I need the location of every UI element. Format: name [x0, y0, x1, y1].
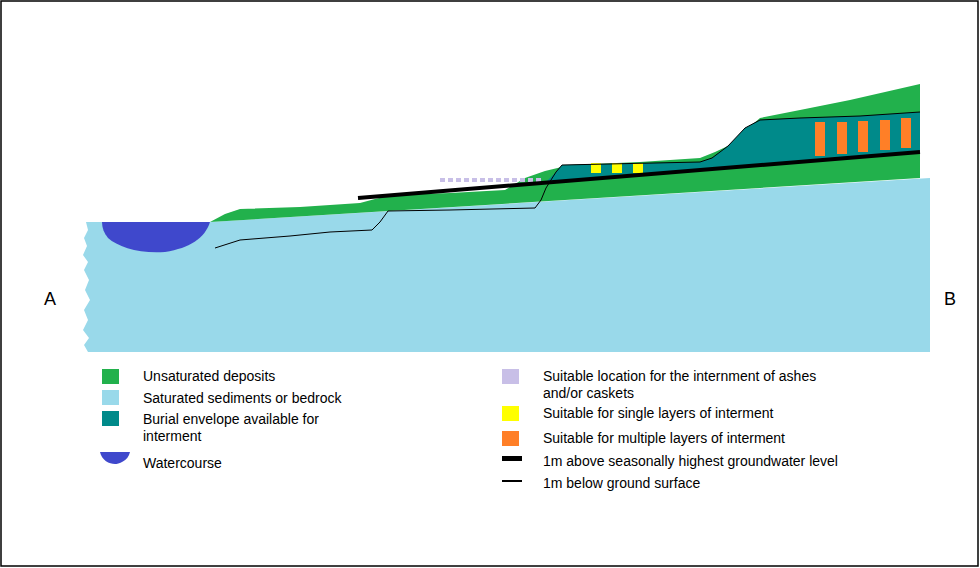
multi-layer-plot [858, 121, 868, 152]
legend-text: Unsaturated deposits [143, 368, 343, 385]
watercourse [102, 222, 210, 252]
legend-swatch [102, 369, 119, 384]
legend-text: Suitable for single layers of interment [543, 405, 863, 422]
ground-offset-line [215, 112, 920, 248]
legend-swatch [100, 452, 130, 464]
legend-text: Suitable for multiple layers of intermen… [543, 430, 863, 447]
multi-layer-plot [880, 120, 890, 150]
legend-swatch [502, 369, 519, 384]
single-layer-plot [633, 163, 643, 173]
legend-text: Watercourse [143, 455, 343, 472]
section-end-label: A [44, 289, 56, 309]
multi-layer-plot [901, 118, 911, 148]
saturated-sediments [83, 178, 930, 352]
legend-swatch [502, 406, 519, 421]
thick-line-sample [502, 456, 522, 461]
legend-text: Saturated sediments or bedrock [143, 390, 393, 407]
legend-text: Burial envelope available for interment [143, 411, 333, 445]
groundwater-offset-line [358, 152, 920, 198]
legend-swatch [502, 431, 519, 446]
legend-swatch [102, 411, 119, 426]
legend-swatch [102, 390, 119, 405]
single-layer-plot [612, 163, 622, 173]
thin-line-sample [502, 480, 522, 482]
legend-text: 1m above seasonally highest groundwater … [543, 453, 883, 470]
legend-text: Suitable location for the internment of … [543, 368, 843, 402]
multi-layer-plot [837, 122, 847, 154]
section-end-label: B [944, 289, 956, 309]
legend-swatch [100, 452, 130, 464]
multi-layer-plot [815, 122, 825, 156]
legend-text: 1m below ground surface [543, 475, 883, 492]
unsaturated-deposits [210, 84, 920, 222]
ashes-location [440, 178, 542, 182]
burial-envelope [546, 112, 920, 182]
